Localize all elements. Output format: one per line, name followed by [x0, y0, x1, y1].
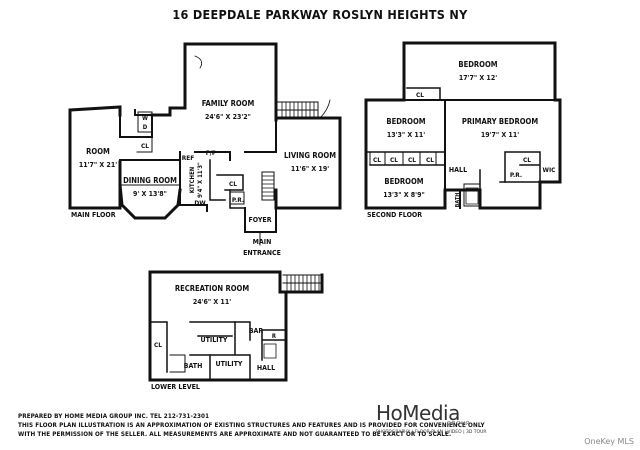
primary-bedroom-dimensions: 19'7" X 11' [481, 131, 519, 139]
recreation-room-label: RECREATION ROOM [175, 284, 250, 293]
dining-room-dimensions: 9' X 13'8" [133, 190, 167, 198]
powder-room-label-second: P.R. [510, 171, 522, 179]
foyer-label: FOYER [248, 216, 271, 224]
kitchen-label: KITCHEN [189, 166, 196, 193]
utility-label-a: UTILITY [201, 336, 228, 344]
room-dimensions: 11'7" X 21' [79, 161, 117, 169]
primary-bedroom-label: PRIMARY BEDROOM [462, 117, 538, 126]
kitchen-dimensions: 9'4" X 11'3" [197, 162, 204, 198]
living-room-label: LIVING ROOM [284, 151, 336, 160]
dishwasher-label: DW [194, 199, 206, 207]
hall-label-second: HALL [449, 166, 467, 174]
bath-label-second: BATH [455, 193, 461, 208]
bedroom-left-label: BEDROOM [386, 117, 425, 126]
hall-label-lower: HALL [257, 364, 275, 372]
bedroom-top-dimensions: 17'7" X 12' [459, 74, 497, 82]
lower-level-label: LOWER LEVEL [151, 383, 200, 391]
logo-group: GROUP [447, 421, 470, 427]
dryer-label: D [143, 124, 148, 131]
closet-label-second-2: CL [390, 156, 398, 164]
powder-room-label-main: P.R. [232, 196, 244, 204]
property-address-title: 16 DEEPDALE PARKWAY ROSLYN HEIGHTS NY [172, 7, 468, 22]
room-label: ROOM [86, 147, 110, 156]
closet-label-main-b: CL [229, 180, 237, 188]
logo-tagline: PHOTOGRAPHY | FLOOR PLAN | VIDEO | 3D TO… [376, 430, 487, 435]
bedroom-left-dimensions: 13'3" X 11' [387, 131, 425, 139]
fireplace-label: F/P [206, 149, 217, 157]
closet-label-second-3: CL [408, 156, 416, 164]
bedroom-bottom-label: BEDROOM [384, 177, 423, 186]
family-room-label: FAMILY ROOM [202, 99, 255, 108]
bath-label-lower: BATH [184, 362, 203, 370]
bedroom-bottom-dimensions: 13'3" X 8'9" [383, 191, 425, 199]
footer-disclaimer-1: THIS FLOOR PLAN ILLUSTRATION IS AN APPRO… [18, 422, 485, 429]
family-room-dimensions: 24'6" X 23'2" [205, 113, 251, 121]
main-entrance-label-2: ENTRANCE [243, 249, 281, 257]
refrigerator-label-lower: R [272, 333, 277, 340]
logo-name: HoMedia [376, 401, 460, 425]
second-floor-label: SECOND FLOOR [367, 211, 422, 219]
homedia-logo: HoMedia GROUP PHOTOGRAPHY | FLOOR PLAN |… [376, 401, 487, 435]
living-room-dimensions: 11'6" X 19' [291, 165, 329, 173]
closet-label-second-4: CL [426, 156, 434, 164]
main-floor-walls [68, 42, 342, 246]
closet-label-second-1: CL [373, 156, 381, 164]
main-entrance-label-1: MAIN [253, 238, 272, 246]
second-floor-walls [364, 41, 562, 210]
washer-label: W [142, 115, 148, 122]
closet-label-main-a: CL [141, 142, 149, 150]
recreation-room-dimensions: 24'6" X 11' [193, 298, 231, 306]
main-floor-label: MAIN FLOOR [71, 211, 116, 219]
lower-level-walls [148, 270, 324, 382]
footer-disclaimer-2: WITH THE PERMISSION OF THE SELLER. ALL M… [18, 431, 452, 438]
dining-room-label: DINING ROOM [123, 176, 177, 185]
walk-in-closet-label: WIC [543, 166, 556, 174]
closet-label-second-5: CL [523, 156, 531, 164]
utility-label-b: UTILITY [216, 360, 243, 368]
closet-label-second-top: CL [416, 91, 424, 99]
mls-credit: OneKey MLS [584, 437, 634, 446]
bar-label: BAR [249, 327, 264, 335]
closet-label-lower: CL [154, 341, 162, 349]
refrigerator-label: REF [182, 154, 195, 162]
footer-prepared-by: PREPARED BY HOME MEDIA GROUP INC. TEL 21… [18, 413, 210, 420]
bedroom-top-label: BEDROOM [458, 60, 497, 69]
